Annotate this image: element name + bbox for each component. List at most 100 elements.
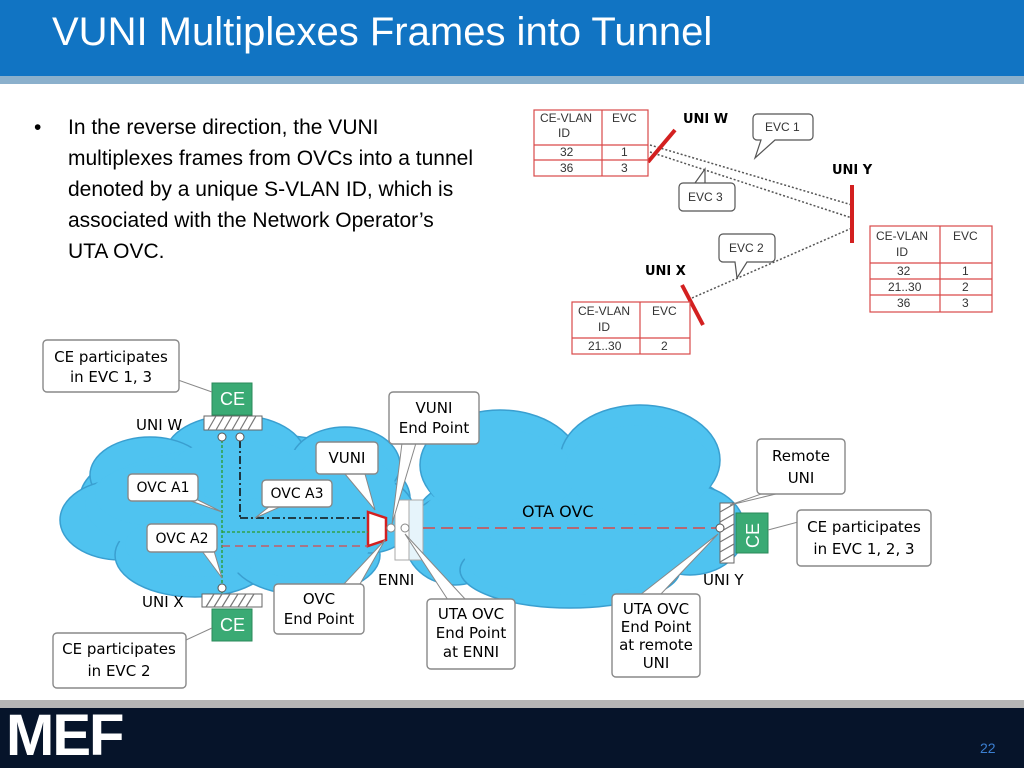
enni-label: ENNI	[378, 571, 414, 589]
table-y-header-3: EVC	[953, 229, 978, 243]
callout-ce-y: CE participates in EVC 1, 2, 3	[767, 509, 932, 567]
bullet-text: In the reverse direction, the VUNI multi…	[68, 116, 473, 263]
evc-diagram: UNI W UNI Y UNI X EVC 1 EVC 3 EVC 2 CE-V…	[42, 109, 993, 689]
callout-vuni-end-point: VUNI End Point	[388, 391, 480, 525]
ce-y-box	[735, 512, 769, 554]
callout-ce-x: CE participates in EVC 2	[52, 627, 213, 689]
uni-x-dot	[217, 583, 227, 593]
evc1-callout: EVC 1	[752, 113, 814, 160]
evc2-label: EVC 2	[729, 241, 764, 255]
callout-vuni: VUNI	[315, 441, 379, 511]
svg-text:UNI: UNI	[788, 469, 815, 487]
svg-text:CE participates: CE participates	[807, 518, 921, 536]
callout-ce-w: CE participates in EVC 1, 3	[42, 339, 213, 393]
uni-y-port	[719, 502, 735, 564]
svg-text:CE participates: CE participates	[54, 348, 168, 366]
table-w-cell: 36	[560, 161, 574, 175]
evc1-line	[649, 144, 853, 206]
vuni-shape	[366, 510, 388, 548]
table-y-header-2: ID	[896, 245, 908, 259]
svg-text:End Point: End Point	[436, 624, 507, 642]
evc3-callout: EVC 3	[678, 167, 736, 212]
evc2-line	[691, 227, 853, 299]
table-y-cell: 32	[897, 264, 911, 278]
svg-text:at ENNI: at ENNI	[443, 643, 499, 661]
page-number: 22	[980, 740, 996, 756]
callout-ovc-end-point: OVC End Point	[273, 539, 386, 635]
table-y-header-1: CE-VLAN	[876, 229, 928, 243]
uni-y-label: UNI Y	[832, 163, 873, 178]
uni-w-bottom-label: UNI W	[136, 416, 182, 434]
title-bar	[0, 0, 1024, 76]
table-y-cell: 1	[962, 264, 969, 278]
footer-stripe	[0, 700, 1024, 708]
title-bar-stripe	[0, 76, 1024, 84]
svg-text:End Point: End Point	[621, 618, 692, 636]
svg-text:OVC A2: OVC A2	[155, 531, 208, 547]
uni-y-dot	[715, 523, 725, 533]
table-y-cell: 36	[897, 296, 911, 310]
svg-text:OVC A1: OVC A1	[136, 480, 189, 496]
table-y-cell: 3	[962, 296, 969, 310]
svg-text:UTA OVC: UTA OVC	[438, 605, 504, 623]
uni-w-bar	[646, 128, 677, 164]
table-uni-w	[533, 109, 649, 177]
bullet-marker: •	[34, 116, 42, 139]
ce-w-label: CE	[220, 389, 245, 409]
ce-y-label: CE	[743, 523, 763, 548]
table-uni-x	[571, 301, 691, 355]
footer-bar	[0, 708, 1024, 768]
table-w-header-1: CE-VLAN	[540, 111, 592, 125]
uni-x-hatch	[205, 593, 255, 608]
table-x-header-3: EVC	[652, 304, 677, 318]
table-x-cell: 2	[661, 339, 668, 353]
uni-w-dot-2	[235, 432, 245, 442]
callout-remote-uni: Remote UNI	[729, 438, 846, 506]
svg-text:CE participates: CE participates	[62, 640, 176, 658]
svg-text:End Point: End Point	[284, 610, 355, 628]
svg-text:in EVC 2: in EVC 2	[88, 662, 151, 680]
svg-text:VUNI: VUNI	[329, 449, 366, 467]
table-x-header-2: ID	[598, 320, 610, 334]
uta-enni-dot	[400, 523, 410, 533]
svg-text:in EVC 1, 3: in EVC 1, 3	[70, 368, 152, 386]
callout-ovc-a3: OVC A3	[254, 479, 333, 519]
uni-x-bottom-label: UNI X	[142, 593, 184, 611]
uni-x-label: UNI X	[645, 264, 686, 279]
svg-text:UTA OVC: UTA OVC	[623, 600, 689, 618]
table-x-header-1: CE-VLAN	[578, 304, 630, 318]
mef-logo: MEF	[6, 703, 124, 768]
svg-text:at remote: at remote	[619, 636, 693, 654]
svg-text:OVC A3: OVC A3	[270, 486, 323, 502]
table-y-cell: 2	[962, 280, 969, 294]
table-w-header-3: EVC	[612, 111, 637, 125]
evc3-line	[649, 151, 853, 219]
uni-y-bottom-label: UNI Y	[703, 571, 744, 589]
table-w-header-2: ID	[558, 126, 570, 140]
callout-ovc-a2: OVC A2	[146, 523, 223, 579]
evc-lines	[649, 144, 853, 299]
callout-uta-enni: UTA OVC End Point at ENNI	[404, 533, 516, 670]
callout-uta-remote: UTA OVC End Point at remote UNI	[611, 533, 719, 678]
vuni-end-point-dot	[386, 523, 396, 533]
svg-text:VUNI: VUNI	[416, 399, 453, 417]
table-w-cell: 3	[621, 161, 628, 175]
table-x-cell: 21..30	[588, 339, 622, 353]
ce-x-label: CE	[220, 615, 245, 635]
svg-text:OVC: OVC	[303, 590, 335, 608]
ce-x-box	[211, 608, 253, 642]
table-y-cell: 21..30	[888, 280, 922, 294]
ce-w-box	[211, 382, 253, 416]
svg-text:in EVC 1, 2, 3: in EVC 1, 2, 3	[813, 540, 914, 558]
uni-w-dot-1	[217, 432, 227, 442]
table-uni-y	[869, 225, 993, 313]
table-w-cell: 32	[560, 145, 574, 159]
uni-x-bar	[680, 284, 705, 326]
evc2-callout: EVC 2	[718, 233, 776, 280]
svg-text:Remote: Remote	[772, 447, 830, 465]
table-w-cell: 1	[621, 145, 628, 159]
uni-x-port	[201, 593, 263, 608]
evc1-label: EVC 1	[765, 120, 800, 134]
slide-title: VUNI Multiplexes Frames into Tunnel	[52, 10, 713, 54]
svg-text:UNI: UNI	[643, 654, 670, 672]
